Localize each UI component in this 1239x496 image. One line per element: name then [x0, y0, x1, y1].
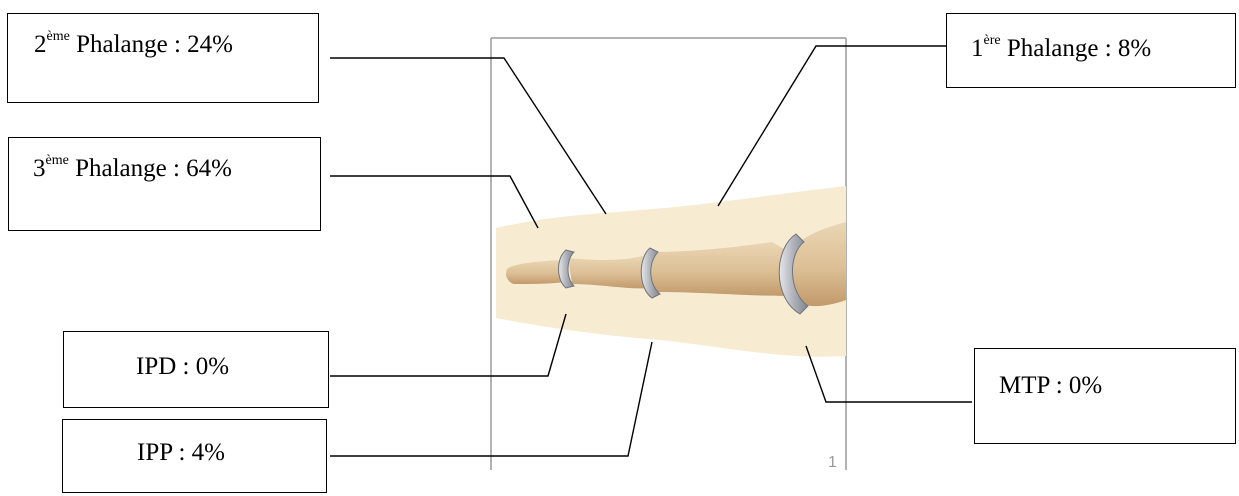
- label-ipd: IPD : 0%: [63, 331, 329, 408]
- label-phalange-3: 3ème Phalange : 64%: [8, 137, 321, 231]
- phalange-1-suffix: ère: [984, 33, 1001, 48]
- figure-page-number: 1: [828, 454, 837, 471]
- phalange-3-number: 3: [33, 155, 46, 182]
- leader-phalange3: [330, 176, 538, 228]
- label-phalange-1: 1ère Phalange : 8%: [946, 13, 1236, 88]
- phalange-3-text: Phalange : 64%: [69, 155, 232, 182]
- label-ipp: IPP : 4%: [62, 419, 327, 493]
- middle-phalanx: [568, 256, 652, 288]
- phalange-2-suffix: ème: [47, 29, 70, 44]
- phalange-2-text: Phalange : 24%: [70, 31, 233, 58]
- leader-phalange2: [330, 58, 606, 214]
- phalange-1-text: Phalange : 8%: [1001, 35, 1152, 62]
- label-phalange-2: 2ème Phalange : 24%: [7, 13, 319, 103]
- label-mtp: MTP : 0%: [974, 348, 1236, 444]
- phalange-3-suffix: ème: [46, 153, 69, 168]
- phalange-2-number: 2: [34, 31, 47, 58]
- ipp-text: IPP : 4%: [137, 440, 225, 465]
- leader-phalange1: [718, 46, 946, 206]
- ipd-text: IPD : 0%: [136, 354, 229, 379]
- mtp-text: MTP : 0%: [999, 373, 1102, 398]
- phalange-1-number: 1: [971, 35, 984, 62]
